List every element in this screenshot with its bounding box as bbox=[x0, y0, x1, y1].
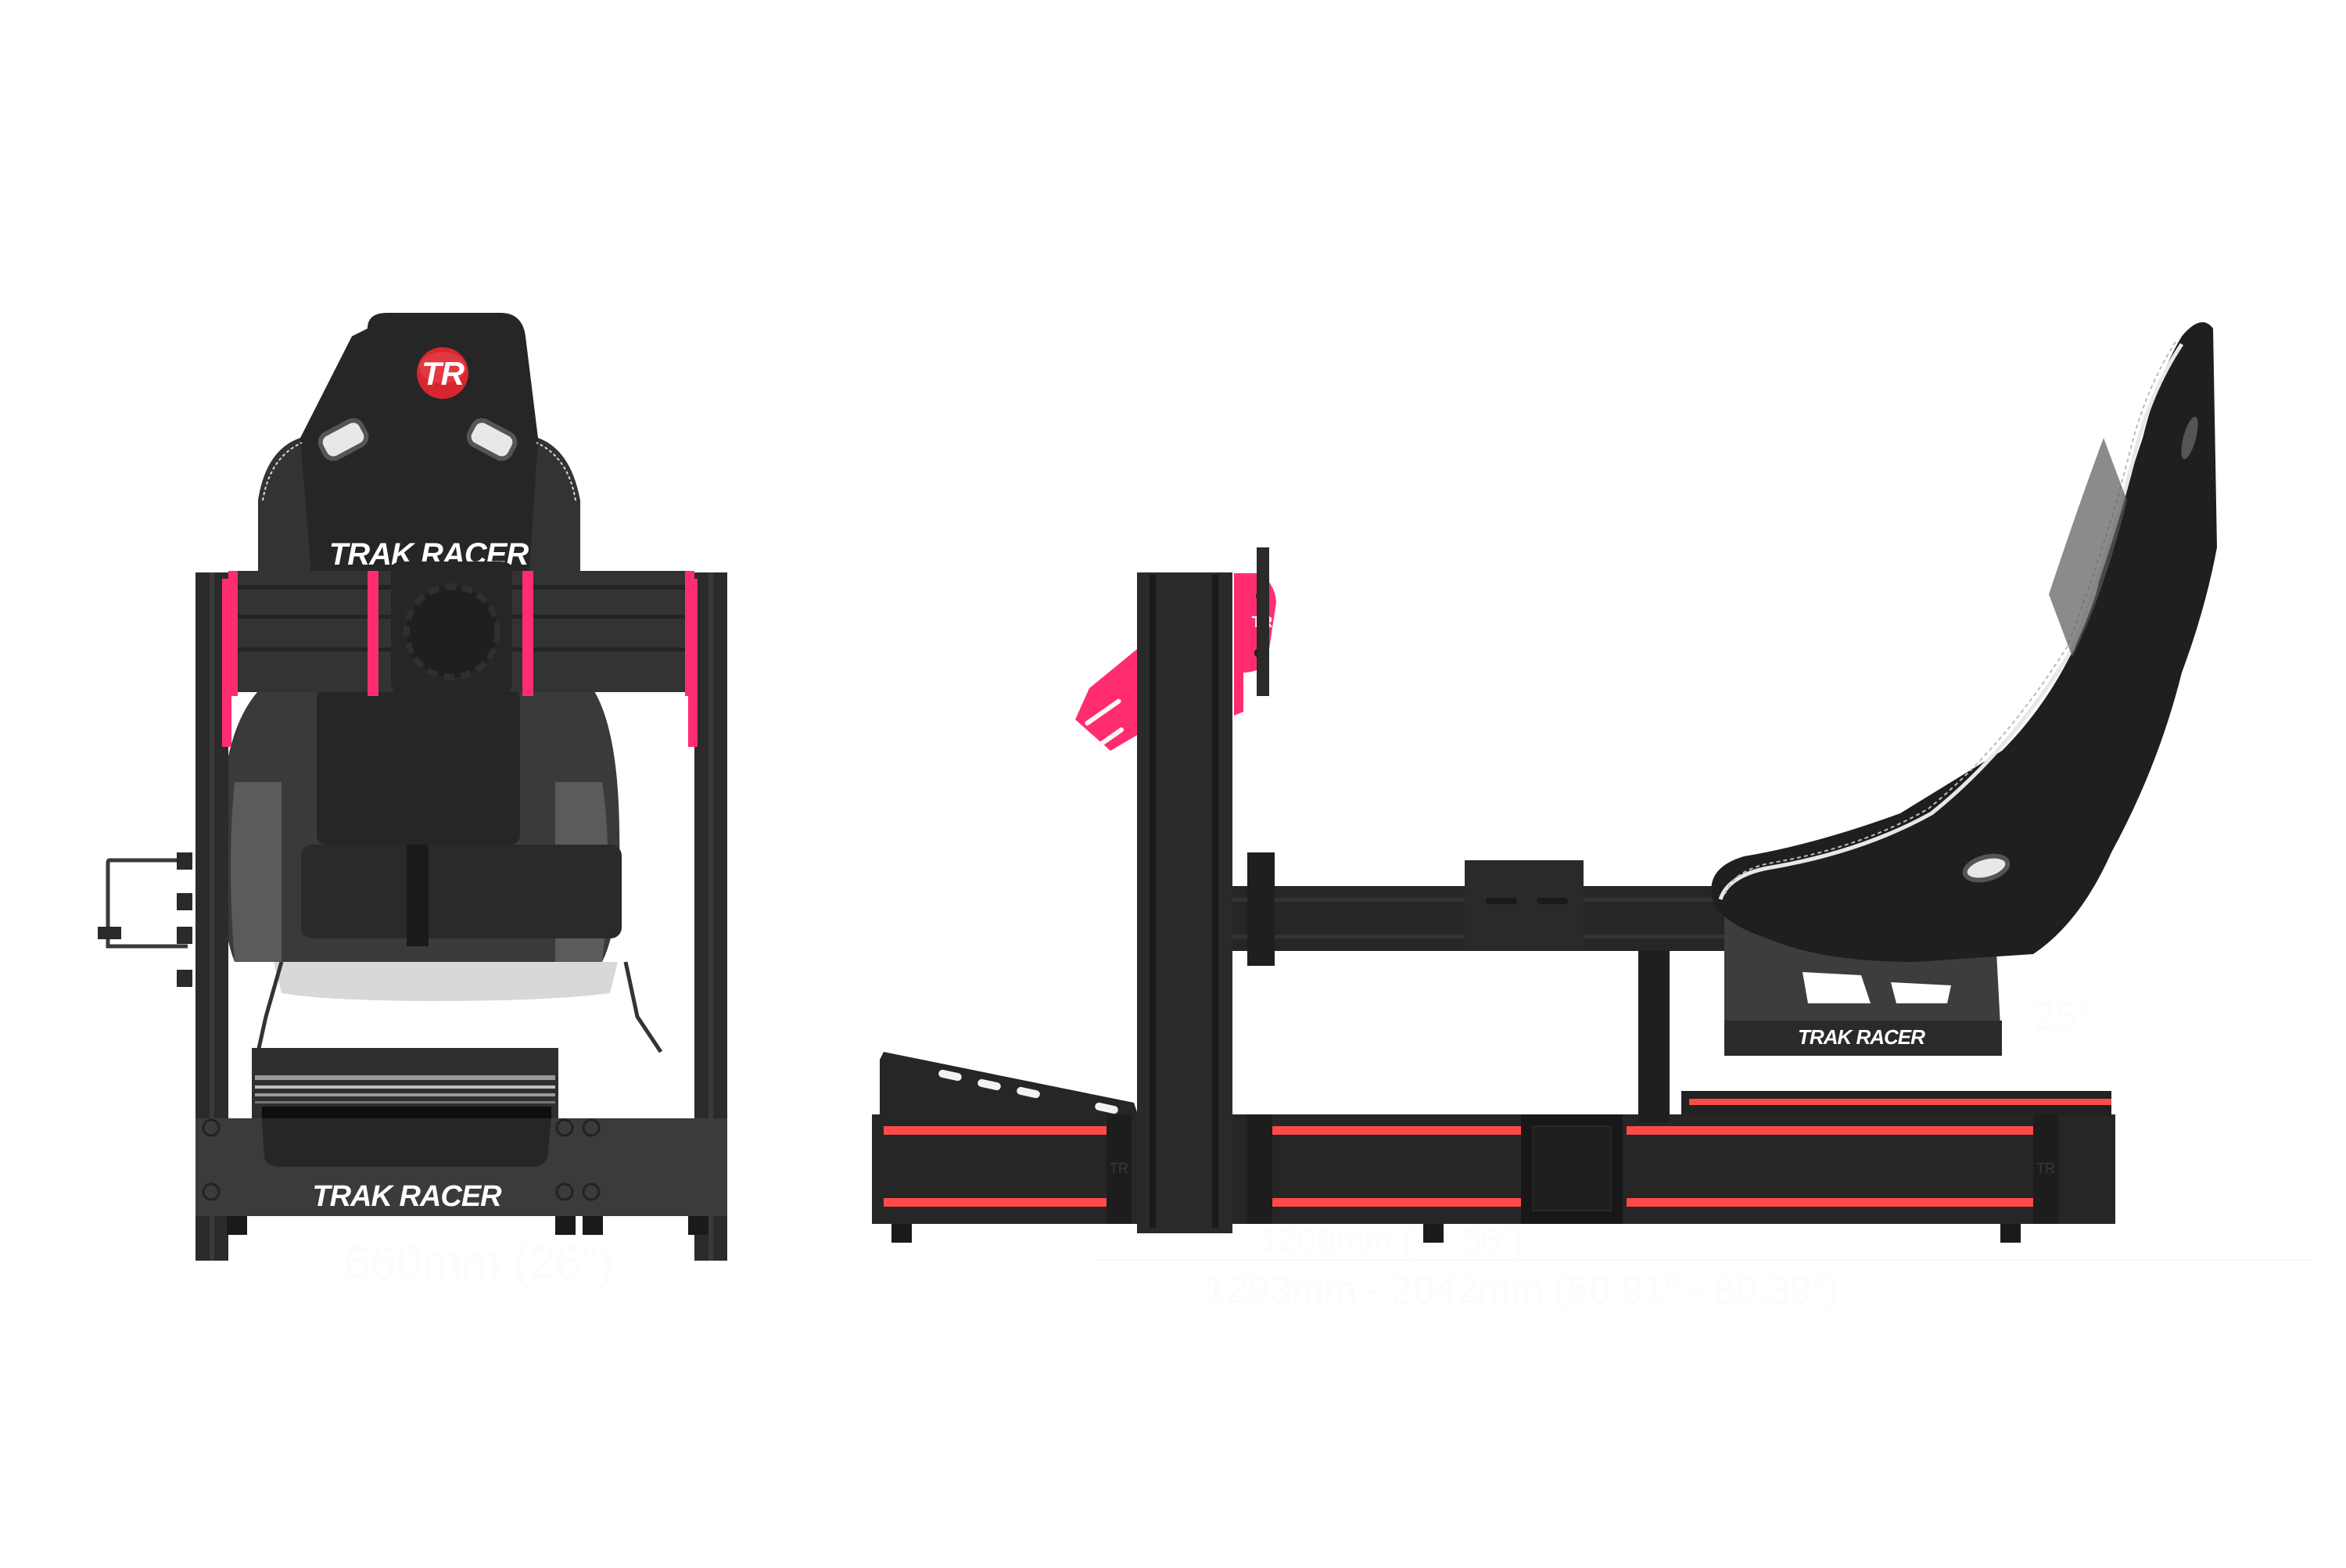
base-brand-text: TRAK RACER bbox=[312, 1180, 502, 1213]
base-logo-right: TR bbox=[2036, 1161, 2055, 1176]
side-range-dimension-label: 1293mm - 2042mm (50.91" - 80.39") bbox=[1204, 1268, 1838, 1311]
side-seat-shell bbox=[1711, 322, 2217, 962]
shifter-mount bbox=[106, 858, 188, 949]
side-length-dimension-label: 1208mm (47.56") bbox=[1259, 1222, 1524, 1260]
front-width-dimension-label: 660mm (26") bbox=[344, 1236, 614, 1289]
side-view-render: TR TR TR TRAK R bbox=[872, 322, 2217, 1243]
pink-wheel-bracket-back bbox=[1075, 649, 1137, 751]
seat-bracket-brand-text: TRAK RACER bbox=[1798, 1025, 1925, 1049]
side-view: TR TR TR TRAK R bbox=[782, 0, 2346, 1564]
front-view-render: TR TRAK RACER bbox=[98, 313, 727, 1261]
side-length-dimension-line bbox=[1095, 1259, 2315, 1261]
front-view: TR TRAK RACER bbox=[0, 0, 782, 1564]
seat-logo-text: TR bbox=[421, 355, 465, 392]
seat-angle-label: 25° bbox=[2033, 994, 2093, 1038]
base-logo-left: TR bbox=[1110, 1161, 1128, 1176]
pink-wheel-bracket-front bbox=[1234, 573, 1276, 716]
seat-back bbox=[258, 313, 580, 594]
